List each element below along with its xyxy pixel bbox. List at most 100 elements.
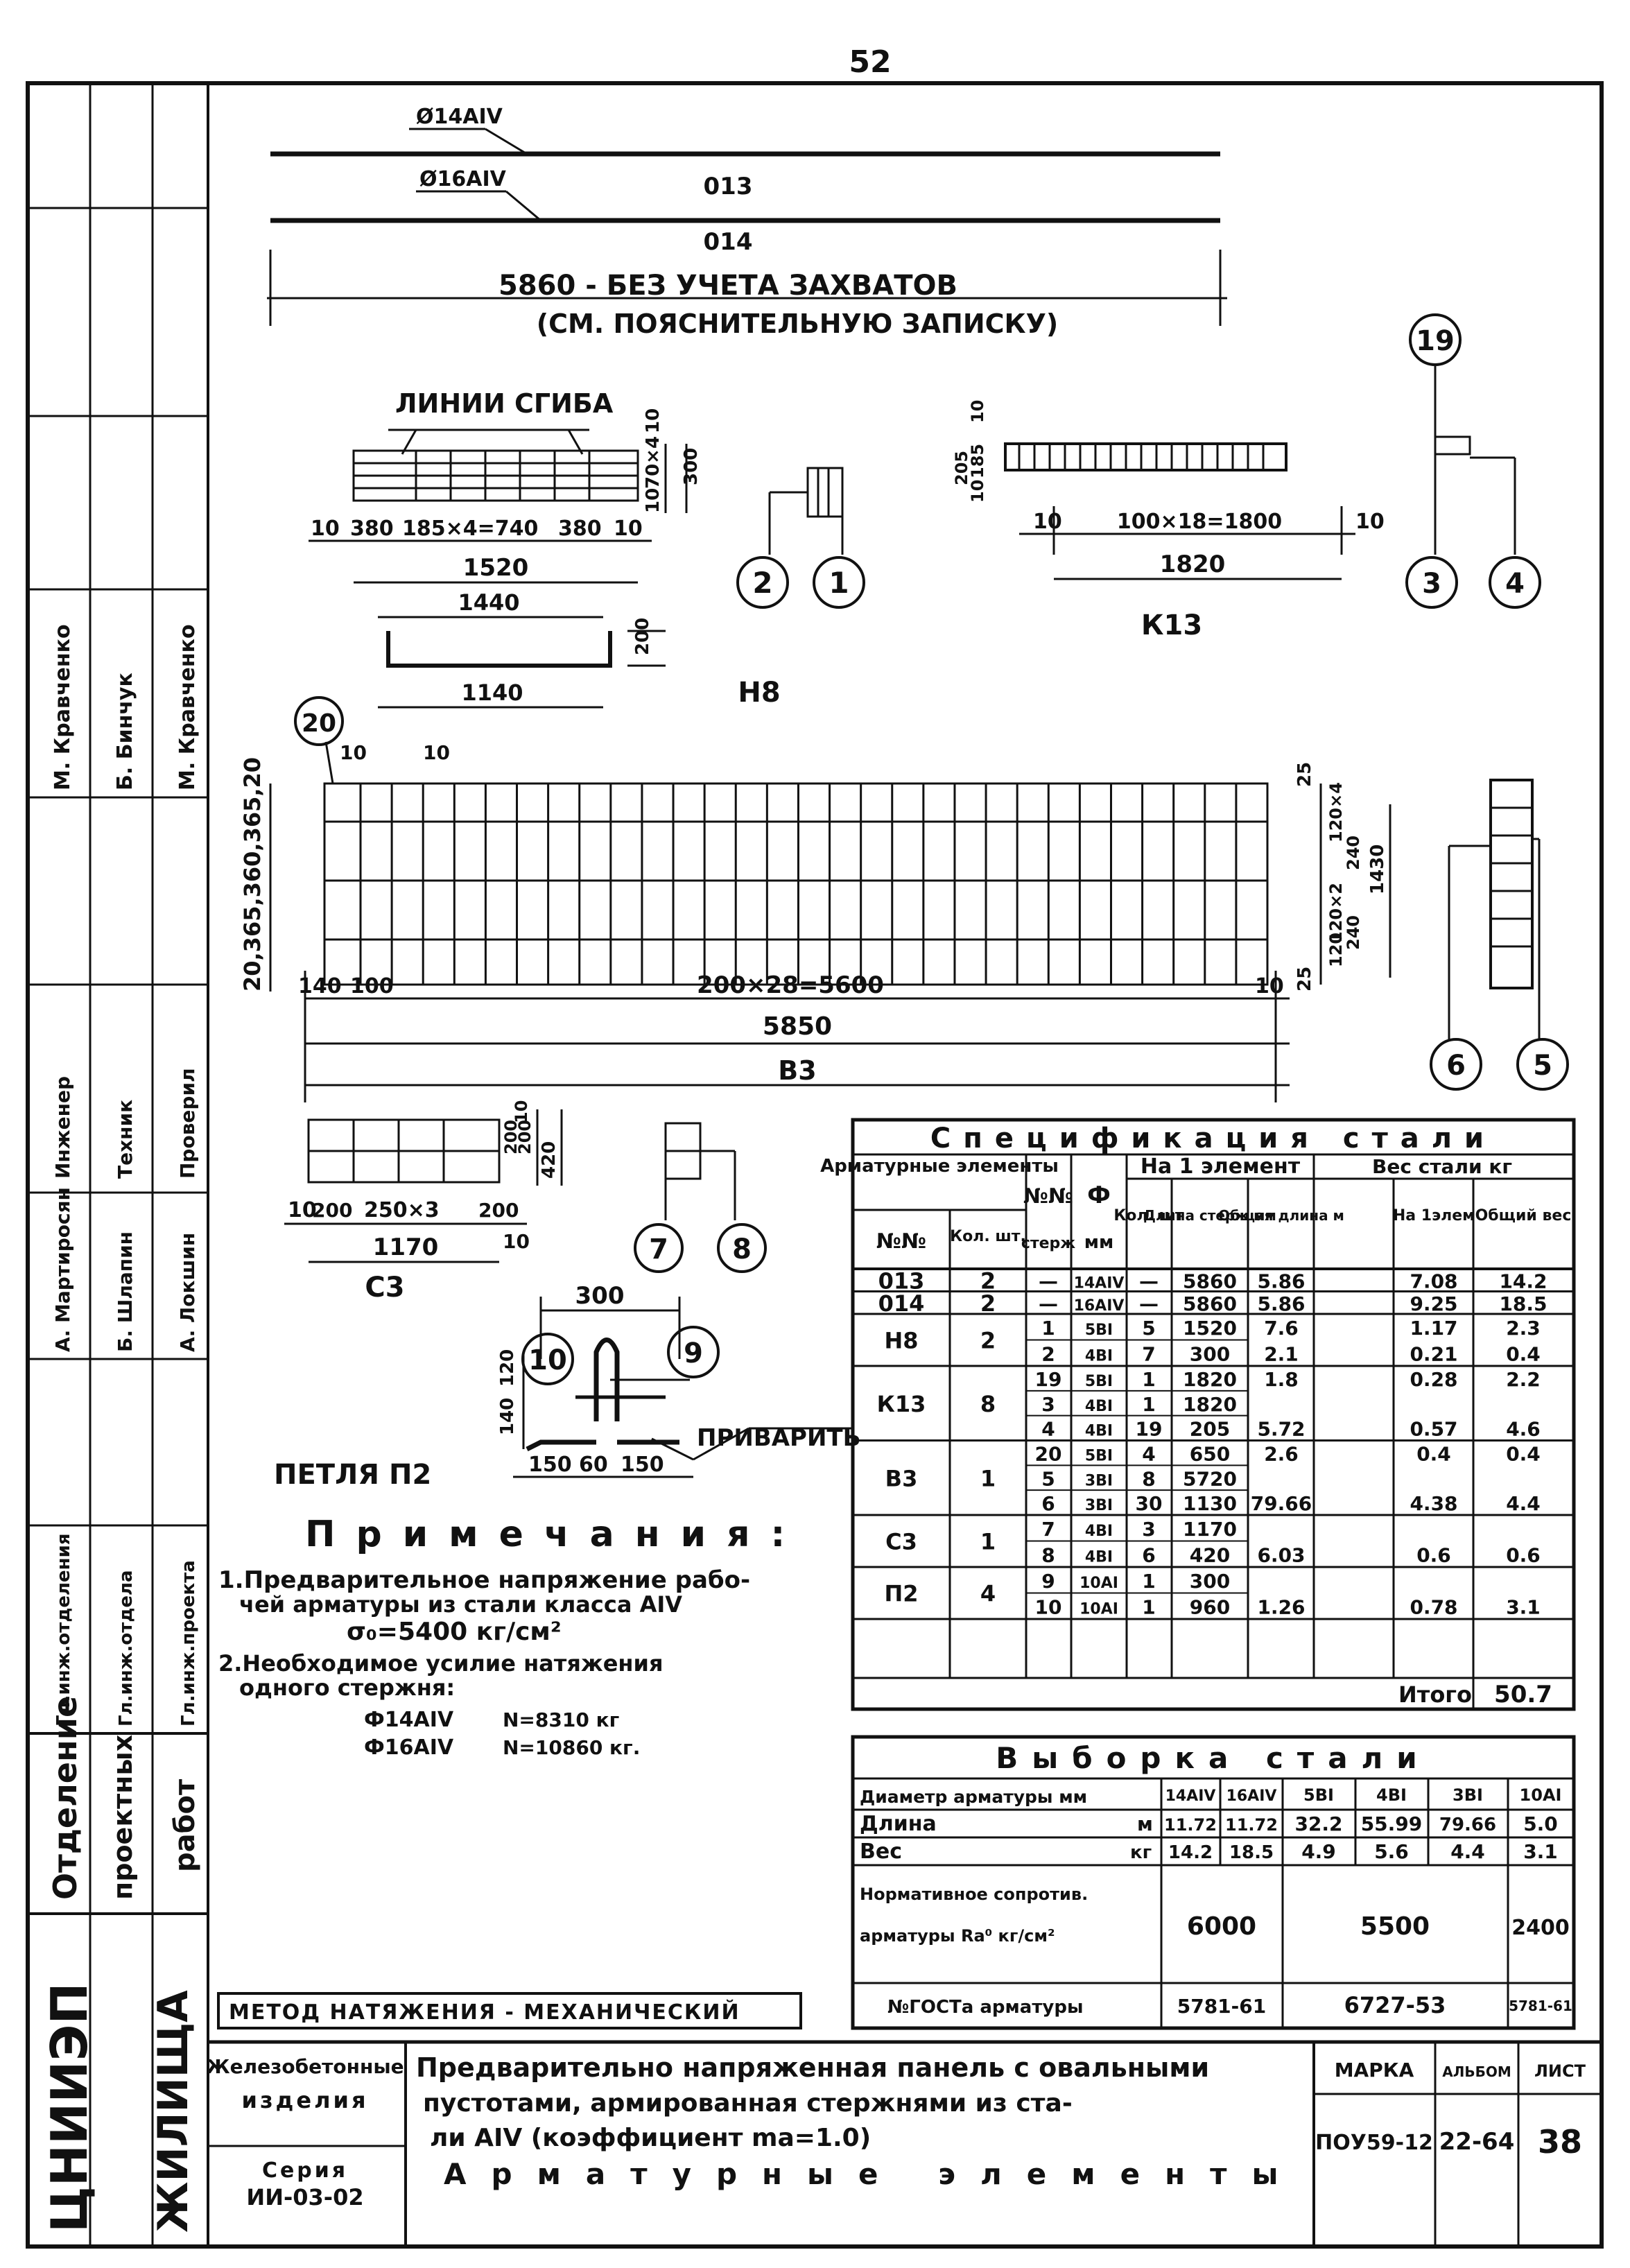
p2-drawing: 300 10 9 140 120 ПРИВАРИТЬ 150 60 150 ПЕ…: [274, 1282, 861, 1491]
spec-cell-d: 5BI: [1085, 1373, 1113, 1390]
svg-text:10: 10: [503, 1230, 530, 1253]
svg-text:25: 25: [1294, 762, 1315, 787]
spec-group-mark: В3: [885, 1465, 918, 1491]
k13-mark: К13: [1141, 609, 1202, 641]
sample-table: Выборка стали Диаметр арматуры мм 14AIV …: [851, 1735, 1576, 2030]
svg-text:25: 25: [1294, 967, 1315, 992]
svg-text:3.1: 3.1: [1523, 1840, 1558, 1863]
spec-cell-d: 4BI: [1085, 1548, 1113, 1566]
spec-cell-l: 1130: [1183, 1492, 1237, 1515]
svg-text:4.9: 4.9: [1301, 1840, 1336, 1863]
svg-text:5781-61: 5781-61: [1509, 1998, 1572, 2014]
bar1-mark: 013: [704, 173, 753, 200]
svg-text:22-64: 22-64: [1439, 2128, 1515, 2156]
spec-cell-n: 7: [1041, 1518, 1055, 1541]
spec-cell-c: —: [1139, 1270, 1159, 1292]
svg-text:Ф: Ф: [1087, 1181, 1111, 1209]
spec-cell-c: 19: [1136, 1418, 1163, 1441]
svg-text:19: 19: [1416, 325, 1455, 357]
spec-cell-w1: 0.28: [1410, 1368, 1457, 1391]
side-dept-2: проектных: [107, 1735, 138, 1900]
svg-text:Кол. шт.: Кол. шт.: [950, 1228, 1026, 1245]
spec-cell-d: 5BI: [1085, 1322, 1113, 1339]
svg-text:200×28=5600: 200×28=5600: [697, 971, 884, 999]
svg-text:10: 10: [968, 400, 987, 423]
spec-cell-l: 1820: [1183, 1368, 1237, 1391]
svg-text:кг: кг: [1130, 1842, 1152, 1863]
org-name-1: ЦНИИЭП: [40, 1982, 98, 2233]
weld-note: ПРИВАРИТЬ: [697, 1424, 861, 1452]
svg-text:одного стержня:: одного стержня:: [239, 1674, 455, 1701]
spec-cell-n: —: [1039, 1270, 1058, 1292]
page-number: 52: [849, 44, 891, 80]
inner-frame: [207, 82, 1603, 2248]
spec-group-qty: 8: [980, 1391, 996, 1417]
svg-text:10: 10: [643, 408, 664, 433]
svg-text:№ГОСТа арматуры: №ГОСТа арматуры: [887, 1997, 1083, 2018]
side-dept-3: работ: [169, 1778, 201, 1872]
spec-cell-l: 1820: [1183, 1393, 1237, 1416]
svg-text:18.5: 18.5: [1229, 1842, 1274, 1863]
svg-text:Общая длина м: Общая длина м: [1218, 1207, 1344, 1224]
spec-cell-l: 960: [1190, 1595, 1230, 1618]
svg-text:Железобетонные: Железобетонные: [206, 2055, 404, 2078]
side-role-1: Инженер: [51, 1076, 74, 1179]
spec-cell-tl: 6.03: [1257, 1543, 1305, 1566]
svg-text:ЛИСТ: ЛИСТ: [1534, 2061, 1586, 2081]
c3-mark: С3: [365, 1272, 404, 1304]
svg-text:№№: №№: [1023, 1184, 1073, 1209]
svg-text:5781-61: 5781-61: [1177, 1995, 1267, 2018]
spec-cell-l: 300: [1190, 1570, 1230, 1593]
spec-cell-tl: 7.6: [1264, 1317, 1299, 1340]
spec-cell-c: 4: [1142, 1442, 1155, 1465]
svg-text:5850: 5850: [763, 1012, 832, 1041]
spec-cell-tl: 5.72: [1257, 1418, 1305, 1441]
spec-cell-w2: 14.2: [1499, 1270, 1547, 1292]
spec-group-qty: 1: [980, 1529, 996, 1555]
svg-text:300: 300: [681, 448, 702, 485]
side-name-3: М. Кравченко: [175, 624, 200, 790]
spec-cell-w1: 0.6: [1416, 1543, 1451, 1566]
side-role-3: Проверил: [176, 1068, 199, 1179]
spec-cell-c: 6: [1142, 1543, 1155, 1566]
spec-cell-l: 420: [1190, 1543, 1230, 1566]
spec-cell-l: 1520: [1183, 1317, 1237, 1340]
spec-cell-w2: 4.6: [1506, 1418, 1541, 1441]
svg-text:200: 200: [501, 1120, 521, 1154]
svg-text:4BI: 4BI: [1376, 1785, 1407, 1805]
spec-cell-c: 30: [1136, 1492, 1163, 1515]
spec-cell-d: 4BI: [1085, 1423, 1113, 1440]
svg-text:Кол. шт: Кол. шт: [1113, 1207, 1184, 1224]
spec-cell-w2: 3.1: [1506, 1595, 1541, 1618]
svg-text:1.Предварительное напряжение р: 1.Предварительное напряжение рабо-: [218, 1566, 750, 1594]
side-dept-1: Отделение: [46, 1696, 84, 1900]
svg-text:10: 10: [423, 741, 450, 764]
spec-cell-l: 5720: [1183, 1467, 1237, 1490]
spec-cell-c: 5: [1142, 1317, 1155, 1340]
side-strip: [28, 83, 208, 2247]
spec-group-mark: 014: [878, 1290, 925, 1317]
top-bars: Ø14AIV Ø16AIV 013 014 5860 - БЕЗ УЧЕТА З…: [267, 105, 1227, 339]
svg-text:300: 300: [575, 1282, 625, 1310]
svg-text:16AIV: 16AIV: [1226, 1787, 1277, 1805]
spec-cell-c: 3: [1142, 1518, 1155, 1541]
spec-cell-n: 3: [1041, 1393, 1055, 1416]
svg-text:Предварительно напряженная пан: Предварительно напряженная панель с овал…: [416, 2052, 1209, 2083]
spec-group-mark: Н8: [884, 1328, 918, 1354]
notes: Примечания: 1.Предварительное напряжение…: [218, 1514, 806, 1760]
svg-text:1430: 1430: [1367, 845, 1388, 894]
svg-text:10: 10: [643, 488, 664, 513]
svg-text:4.4: 4.4: [1450, 1840, 1485, 1863]
spec-cell-w2: 18.5: [1499, 1292, 1547, 1315]
notes-title: Примечания:: [305, 1514, 806, 1555]
svg-text:6000: 6000: [1187, 1912, 1256, 1941]
svg-text:Диаметр арматуры мм: Диаметр арматуры мм: [860, 1787, 1087, 1807]
spec-cell-n: 20: [1035, 1442, 1062, 1465]
svg-text:150: 150: [621, 1453, 664, 1477]
svg-text:55.99: 55.99: [1361, 1812, 1423, 1835]
svg-text:1520: 1520: [463, 554, 529, 582]
spec-cell-d: 4BI: [1085, 1398, 1113, 1415]
spec-cell-d: 10AI: [1080, 1600, 1118, 1618]
spec-cell-n: 4: [1041, 1418, 1055, 1441]
spec-group-qty: 2: [980, 1290, 996, 1317]
